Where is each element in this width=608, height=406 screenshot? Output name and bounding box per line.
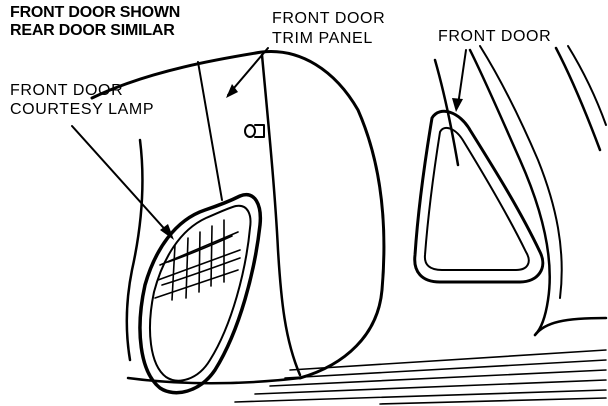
leader-header <box>197 61 223 201</box>
courtesy-lamp-rim <box>149 204 252 382</box>
header-line-2: REAR DOOR SIMILAR <box>10 22 175 39</box>
leader-courtesy-lamp <box>71 125 171 236</box>
door-edge-line-5 <box>567 45 607 126</box>
door-pocket-outer <box>413 109 545 284</box>
arrow-front-door <box>452 98 463 112</box>
door-edge-line-4 <box>554 46 602 152</box>
arrow-trim-panel <box>226 84 238 98</box>
courtesy-lamp-label-line-2: COURTESY LAMP <box>10 101 155 118</box>
trim-panel-outline <box>90 50 386 380</box>
leader-front-door <box>457 49 467 106</box>
front-door-label: FRONT DOOR <box>438 28 552 45</box>
trim-inner-contour <box>260 53 302 377</box>
floor-hatching <box>234 349 607 405</box>
screw-detail <box>244 124 265 138</box>
courtesy-lamp-label-line-1: FRONT DOOR <box>10 82 124 99</box>
trim-panel-lower-edge <box>126 376 302 385</box>
courtesy-lamp-lens <box>154 219 241 301</box>
door-pocket-inner <box>423 126 530 271</box>
header-line-1: FRONT DOOR SHOWN <box>10 4 181 21</box>
trim-panel-label-line-1: FRONT DOOR <box>272 10 386 27</box>
door-edge-line-2 <box>468 48 551 337</box>
panel-left-contour <box>125 138 144 362</box>
door-lower-lip <box>533 316 608 337</box>
door-edge-line-3 <box>479 45 563 299</box>
courtesy-lamp-housing <box>138 192 263 395</box>
arrow-courtesy-lamp <box>160 224 174 240</box>
leader-trim-panel <box>227 47 269 96</box>
trim-panel-label-line-2: TRIM PANEL <box>272 30 373 47</box>
